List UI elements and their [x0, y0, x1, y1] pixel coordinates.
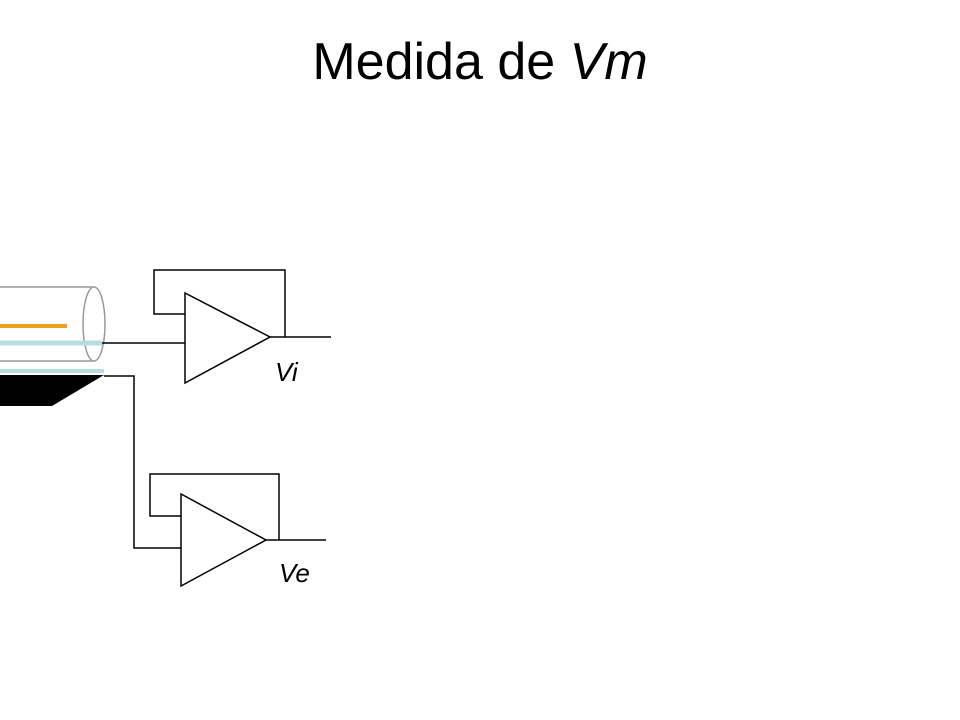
- label-vi: Vi: [275, 357, 299, 387]
- pipette-opening: [82, 286, 106, 362]
- extracellular-lead: [104, 375, 181, 549]
- feedback-loop-ve: [149, 473, 280, 540]
- feedback-loop-vi: [153, 269, 286, 337]
- slide-title: Medida de Vm: [0, 30, 960, 94]
- amplifier-triangle-vi: [184, 291, 272, 385]
- title-vm: Vm: [569, 33, 648, 91]
- intracellular-amplifier: [153, 269, 331, 385]
- amplifier-triangle-ve: [180, 492, 268, 588]
- title-prefix: Medida de: [312, 33, 570, 91]
- bath-base-block: [0, 375, 104, 406]
- extracellular-amplifier: [149, 473, 326, 588]
- label-ve: Ve: [279, 558, 310, 588]
